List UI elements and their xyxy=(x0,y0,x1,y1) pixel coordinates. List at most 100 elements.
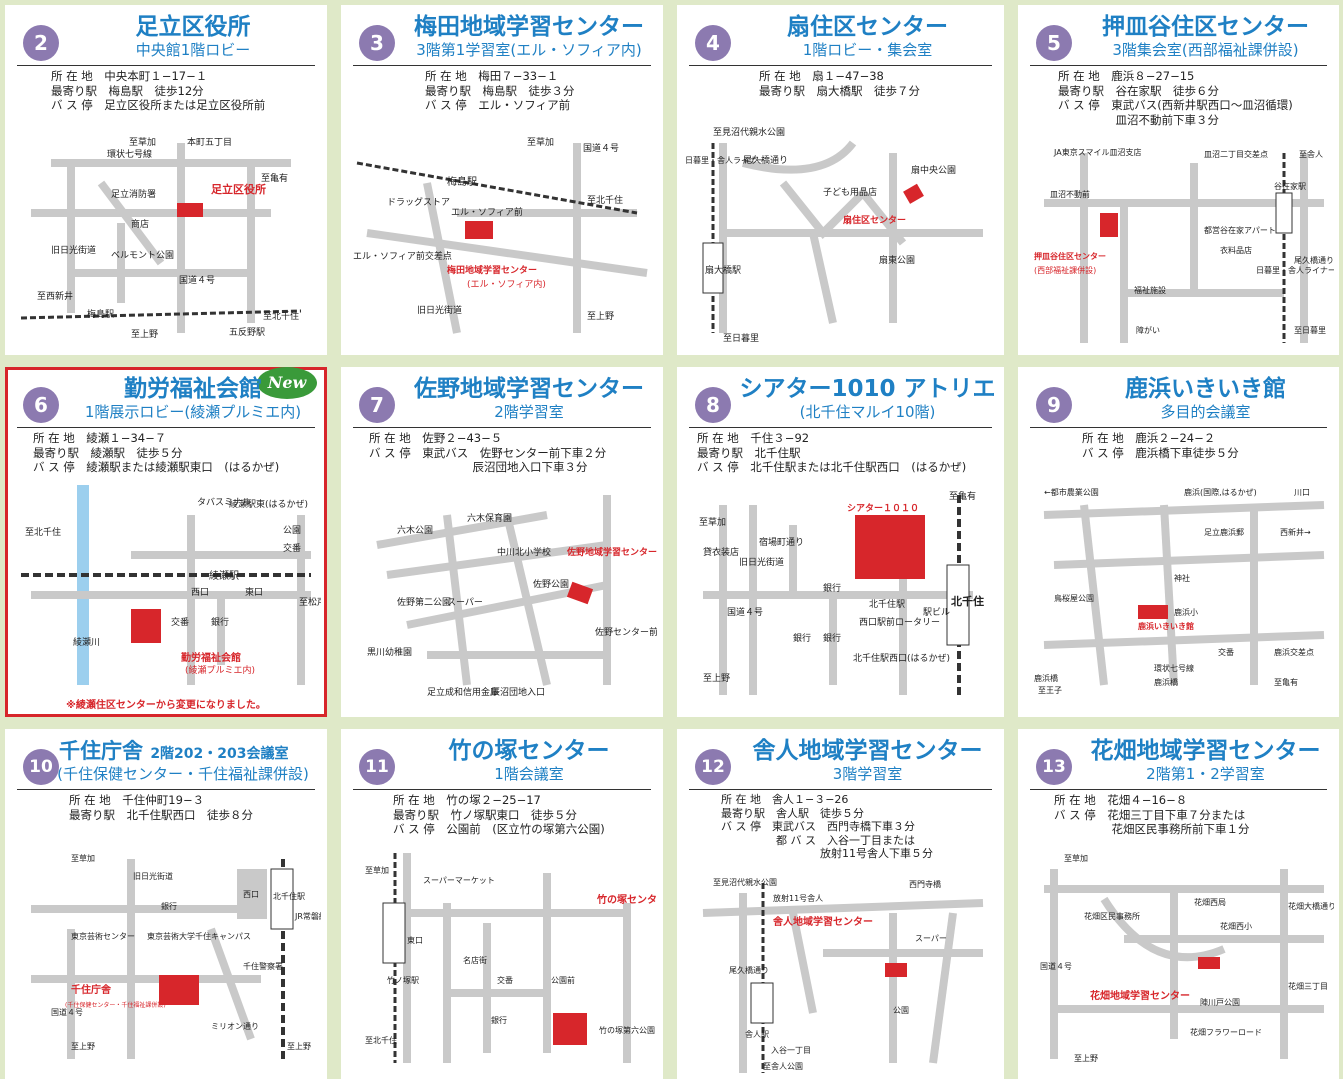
map-label: 黒川幼稚園 xyxy=(367,646,412,658)
area-map: 至草加 環状七号線 本町五丁目 至亀有 足立消防署 商店 足立区役所 旧日光街道… xyxy=(20,136,302,340)
map-label: 佐野センター前 xyxy=(595,626,657,638)
map-label: 西口 xyxy=(191,587,209,598)
map-label: 子ども用品店 xyxy=(823,186,877,198)
divider xyxy=(1030,427,1327,428)
map-label: 駅ビル xyxy=(923,607,950,618)
map-label: 銀行 xyxy=(491,1015,507,1025)
map-label: 公園 xyxy=(283,525,301,536)
map-label: 鹿浜小 xyxy=(1174,607,1198,617)
map-label: 至日暮里 xyxy=(1294,325,1326,335)
map-label: 花畑区民事務所 xyxy=(1084,911,1140,921)
facility-info: 所 在 地 舎人１−３−26 最寄り駅 舎人駅 徒歩５分 バ ス 停 東武バス … xyxy=(721,793,933,860)
facility-subtitle: 3階学習室 xyxy=(832,765,903,783)
map-label: 旧日光街道 xyxy=(133,871,173,881)
map-label: 至草加 xyxy=(71,853,95,863)
station-box xyxy=(946,564,970,646)
facility-info: 所 在 地 鹿浜２−24−２ バ ス 停 鹿浜橋下車徒歩５分 xyxy=(1082,431,1239,460)
map-label: 貸衣装店 xyxy=(703,546,739,558)
facility-card-3: 3 梅田地域学習センター 3階第1学習室(エル・ソフィア内) 所 在 地 梅田７… xyxy=(341,5,663,355)
map-label: 鹿浜いきいき館 xyxy=(1138,621,1194,631)
map-label: 勤労福祉会館 xyxy=(181,651,241,664)
area-map: 至草加 貸衣装店 宿場町通り 旧日光街道 シアター１０１０ 至亀有 銀行 北千住… xyxy=(699,490,984,695)
divider xyxy=(689,427,992,428)
map-label: 衣料品店 xyxy=(1220,245,1252,255)
facility-card-10: 10 千住庁舎 2階202・203会議室 (千住保健センター・千住福祉課併設) … xyxy=(5,729,327,1079)
map-label: 至日暮里 xyxy=(723,332,759,344)
map-label: 至亀有 xyxy=(261,172,288,184)
map-label: 至北千住 xyxy=(263,310,299,322)
map-label: 国道４号 xyxy=(727,606,763,618)
map-label: 竹の塚センター xyxy=(596,893,657,906)
map-label: 押皿谷住区センター xyxy=(1034,251,1106,261)
map-label: 至草加 xyxy=(699,516,726,528)
map-label: 旧日光街道 xyxy=(417,304,462,316)
map-label: 銀行 xyxy=(823,582,841,594)
map-label: 障がい xyxy=(1136,325,1160,335)
map-label: 東京芸術大学千住キャンパス xyxy=(147,931,251,941)
map-label: 至亀有 xyxy=(949,490,976,502)
map-label: 放射11号舎人 xyxy=(773,893,823,903)
change-note: ※綾瀬住区センターから変更になりました。 xyxy=(66,700,266,711)
map-label: 日暮里・舎人ライナー xyxy=(685,155,765,165)
map-label: 銀行 xyxy=(823,632,841,644)
map-label: 綾瀬駅 xyxy=(209,569,239,582)
map-label: 足立成和信用金庫 xyxy=(427,686,499,698)
facility-subtitle: 3階集会室(西部福祉課併設) xyxy=(1112,41,1299,59)
divider xyxy=(353,65,651,66)
divider xyxy=(17,789,315,790)
facility-card-12: 12 舎人地域学習センター 3階学習室 所 在 地 舎人１−３−26 最寄り駅 … xyxy=(677,729,1004,1079)
map-label: 花畑三丁目 xyxy=(1288,981,1328,991)
map-label: 扇大橋駅 xyxy=(705,264,741,276)
facility-title-room: 2階202・203会議室 xyxy=(150,746,289,762)
map-label: ドラッグストア xyxy=(387,196,450,208)
map-label: 商店 xyxy=(131,218,149,230)
map-label: 北千住駅 xyxy=(273,891,305,901)
map-label: 谷在家駅 xyxy=(1274,181,1306,191)
map-label: 尾久橋通り xyxy=(729,965,769,975)
facility-subtitle: 3階第1学習室(エル・ソフィア内) xyxy=(416,41,642,59)
map-label: 至北千住 xyxy=(25,526,61,538)
divider xyxy=(689,65,992,66)
divider xyxy=(689,789,992,790)
map-label: 至草加 xyxy=(527,136,554,148)
map-label: 佐野第二公園 xyxy=(397,596,451,608)
area-map: 至草加 国道４号 梅島駅 ドラッグストア エル・ソフィア前 至北千住 エル・ソフ… xyxy=(353,136,648,334)
facility-card-6: New 6 勤労福祉会館 1階展示ロビー(綾瀬プルミエ内) 所 在 地 綾瀬１−… xyxy=(5,367,327,717)
facility-title: 梅田地域学習センター xyxy=(414,14,644,40)
map-label: 千住警察署 xyxy=(243,961,283,971)
map-label: ベルモント公園 xyxy=(111,250,174,261)
map-label: 交番 xyxy=(171,616,189,628)
map-label: 舎人地域学習センター xyxy=(773,915,873,928)
map-label: 鳥桜屋公園 xyxy=(1054,593,1094,603)
facility-subtitle: 2階第1・2学習室 xyxy=(1146,765,1265,783)
map-label: 扇住区センター xyxy=(843,214,906,226)
area-map: 至見沼代親水公園 日暮里・舎人ライナー 尾久橋通り 扇中央公園 子ども用品店 扇… xyxy=(685,126,983,344)
area-map: 至草加 旧日光街道 西口 北千住駅 JR常磐線 銀行 東京芸術センター 東京芸術… xyxy=(31,853,321,1059)
river xyxy=(77,485,89,685)
facility-title: 佐野地域学習センター xyxy=(414,376,644,402)
map-label: 舎人駅 xyxy=(745,1030,769,1039)
map-label: 交番 xyxy=(497,975,513,985)
map-label: 至北千住 xyxy=(587,194,623,206)
map-label: 国道４号 xyxy=(583,142,619,154)
facility-title: 花畑地域学習センター xyxy=(1090,738,1321,764)
station-box xyxy=(702,242,724,294)
map-label: 至草加 xyxy=(365,865,389,875)
map-marker-block xyxy=(855,515,925,579)
map-label: スーパー xyxy=(915,934,947,943)
facility-card-11: 11 竹の塚センター 1階会議室 所 在 地 竹の塚２−25−17 最寄り駅 竹… xyxy=(341,729,663,1079)
map-label: 皿沼不動前 xyxy=(1050,189,1090,199)
map-label: 梅島駅 xyxy=(447,175,477,188)
facility-title: 鹿浜いきいき館 xyxy=(1125,376,1286,402)
facility-subtitle: 多目的会議室 xyxy=(1160,403,1251,421)
facility-info: 所 在 地 鹿浜８−27−15 最寄り駅 谷在家駅 徒歩６分 バ ス 停 東武バ… xyxy=(1058,69,1293,127)
map-label: 五反野駅 xyxy=(229,327,265,338)
map-label: 竹ノ塚駅 xyxy=(387,975,419,985)
facility-title: 足立区役所 xyxy=(135,14,251,40)
map-label: 西門寺橋 xyxy=(909,879,941,889)
facility-info: 所 在 地 佐野２−43−５ バ ス 停 東武バス 佐野センター前下車２分 辰沼… xyxy=(369,431,607,474)
map-label: 公園前 xyxy=(551,975,575,985)
map-label: 公園 xyxy=(893,1006,909,1015)
facility-info: 所 在 地 綾瀬１−34−７ 最寄り駅 綾瀬駅 徒歩５分 バ ス 停 綾瀬駅また… xyxy=(33,431,280,474)
facility-title: 扇住区センター xyxy=(787,14,948,40)
